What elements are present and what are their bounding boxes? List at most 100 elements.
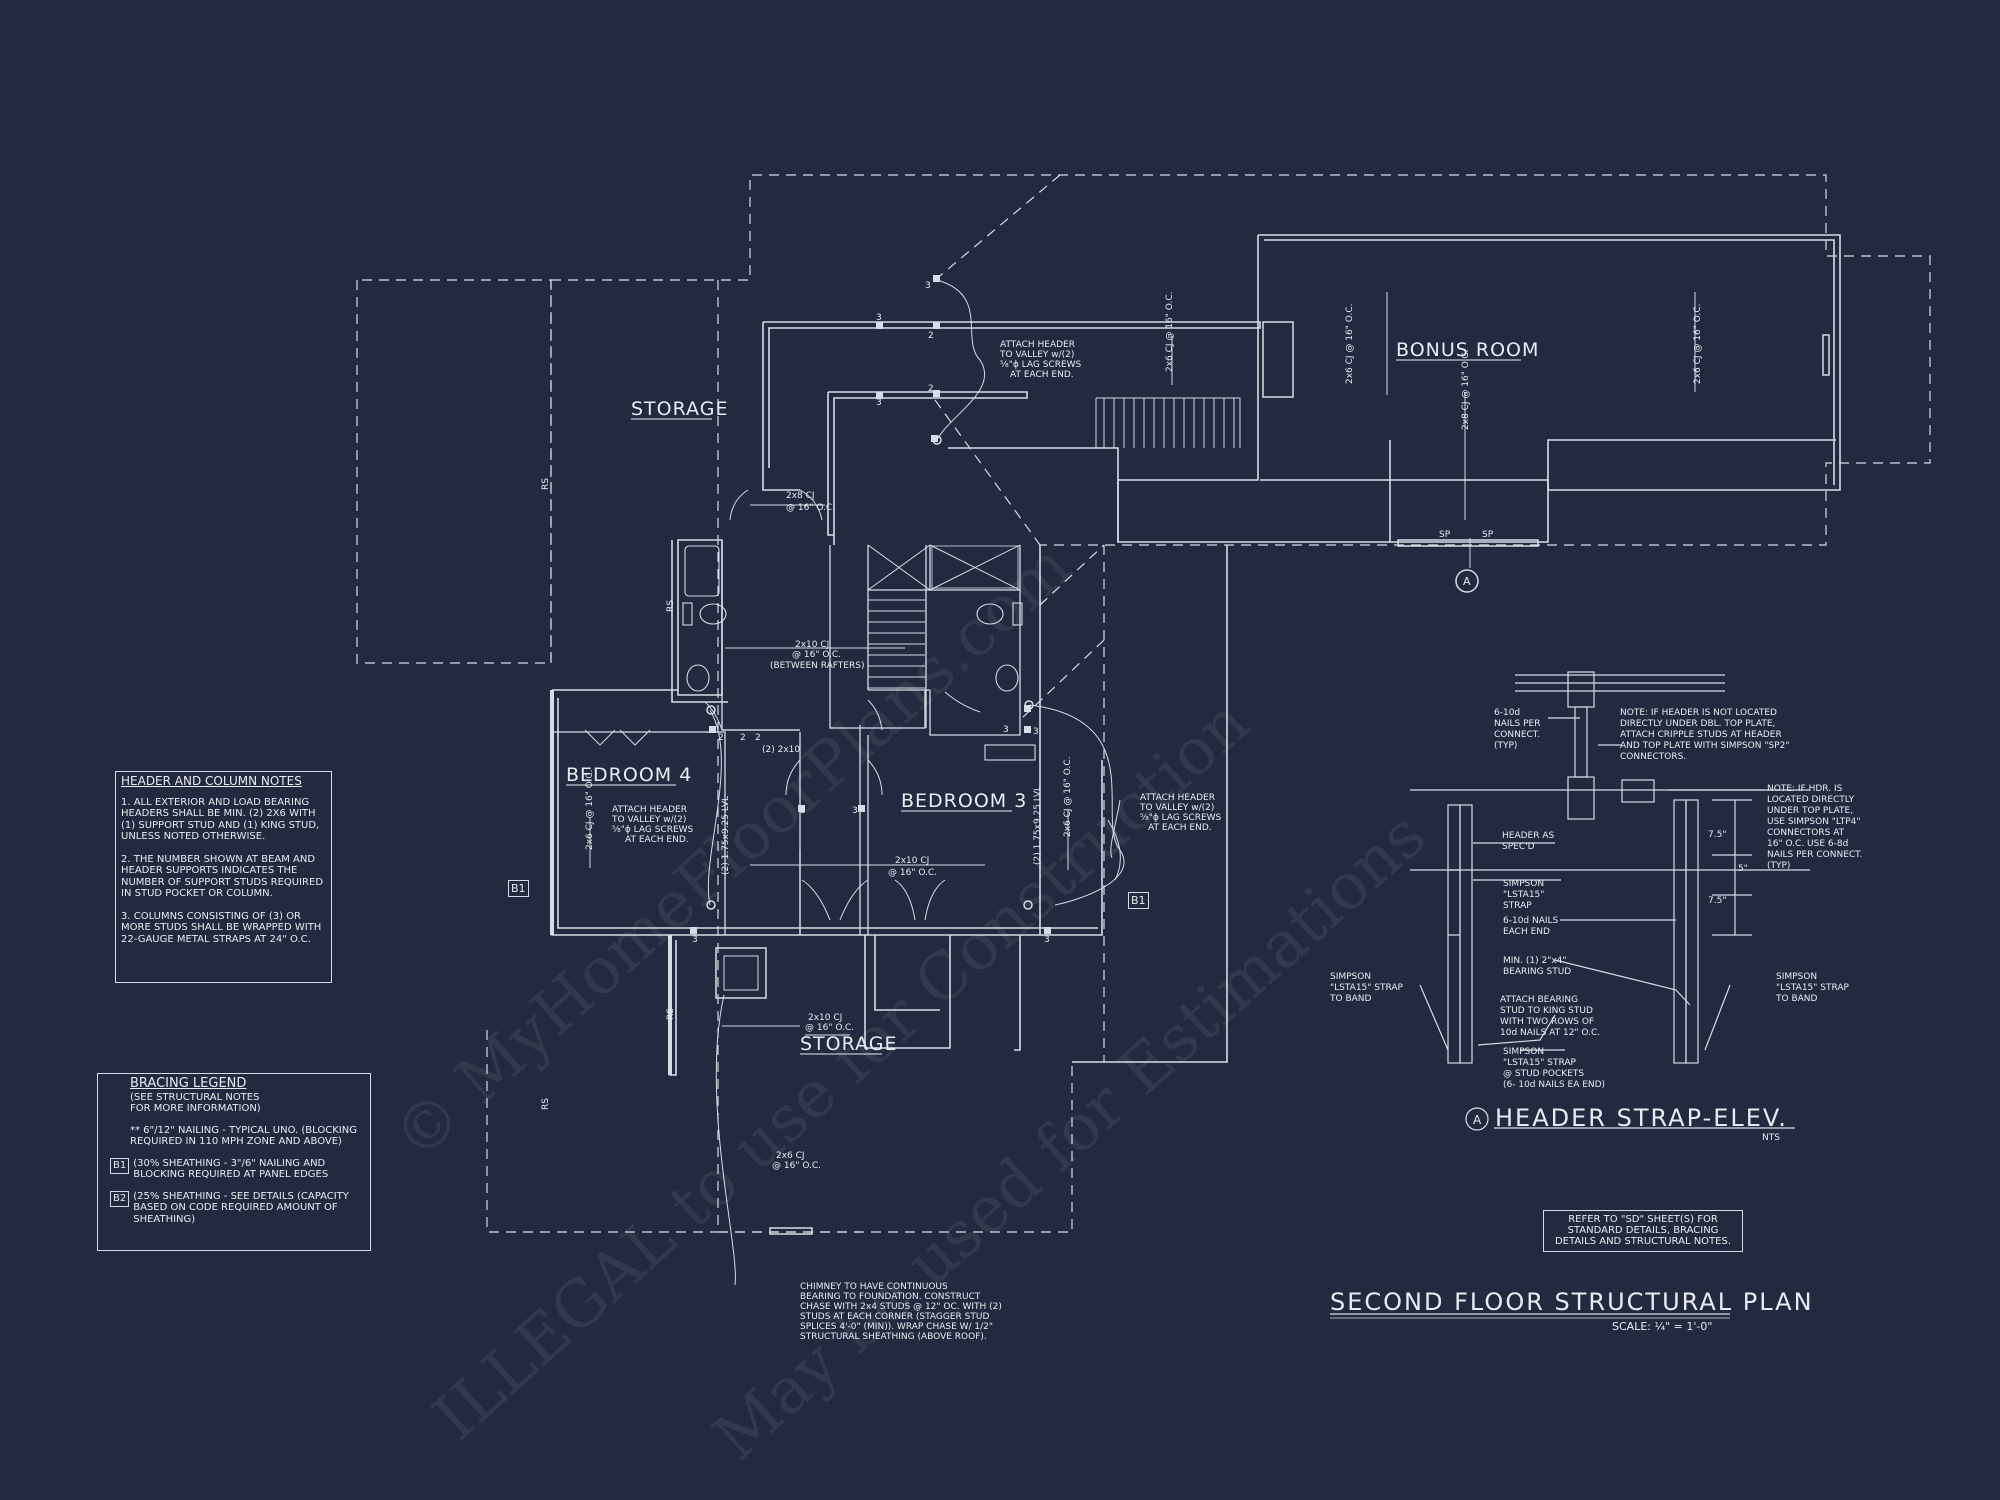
svg-text:CONNECTORS AT: CONNECTORS AT bbox=[1767, 828, 1845, 838]
rs-label-4: RS bbox=[541, 1098, 551, 1110]
svg-text:3: 3 bbox=[876, 313, 882, 323]
sheet-title: SECOND FLOOR STRUCTURAL PLAN bbox=[1330, 1288, 1814, 1316]
refer-note-box: REFER TO "SD" SHEET(S) FOR STANDARD DETA… bbox=[1543, 1210, 1743, 1252]
svg-text:SIMPSON: SIMPSON bbox=[1330, 972, 1371, 982]
room-label-bonus-room: BONUS ROOM bbox=[1396, 339, 1539, 361]
svg-text:TO VALLEY w/(2): TO VALLEY w/(2) bbox=[999, 350, 1074, 360]
rs-label-2: RS bbox=[666, 600, 676, 612]
svg-text:STRUCTURAL SHEATHING (ABOVE RO: STRUCTURAL SHEATHING (ABOVE ROOF). bbox=[800, 1332, 987, 1342]
svg-text:2: 2 bbox=[755, 733, 761, 743]
svg-text:7.5": 7.5" bbox=[1708, 830, 1726, 840]
lvl-label-right: (2) 1.75x9.25 LVL bbox=[1033, 786, 1043, 865]
sp-label-2: SP bbox=[1482, 530, 1494, 540]
svg-text:SPEC'D: SPEC'D bbox=[1502, 842, 1535, 852]
svg-text:3: 3 bbox=[1033, 727, 1039, 737]
svg-text:NOTE: IF HEADER IS NOT LOCATED: NOTE: IF HEADER IS NOT LOCATED bbox=[1620, 708, 1777, 718]
bracing-legend-b2-row: B2 (25% SHEATHING - SEE DETAILS (CAPACIT… bbox=[110, 1190, 360, 1226]
note-attach-header-top: ATTACH HEADER TO VALLEY w/(2) ⅝"ϕ LAG SC… bbox=[999, 340, 1082, 380]
svg-text:@ 16" O.C.: @ 16" O.C. bbox=[772, 1161, 821, 1171]
cj-label-2x10-between: 2x10 CJ bbox=[795, 640, 829, 650]
bracing-legend-title: BRACING LEGEND bbox=[130, 1076, 247, 1091]
svg-text:⅝"ϕ LAG SCREWS: ⅝"ϕ LAG SCREWS bbox=[612, 825, 694, 835]
leader-lines bbox=[707, 279, 1471, 1286]
svg-text:EACH END: EACH END bbox=[1503, 927, 1550, 937]
bracing-tag-b1-right: B1 bbox=[1128, 892, 1149, 909]
svg-text:3: 3 bbox=[876, 398, 882, 408]
bracing-legend-default: ** 6"/12" NAILING - TYPICAL UNO. (BLOCKI… bbox=[130, 1124, 357, 1148]
room-label-storage-bottom: STORAGE bbox=[800, 1033, 897, 1055]
header-2x10-label: (2) 2x10 bbox=[762, 745, 800, 755]
svg-text:@ STUD POCKETS: @ STUD POCKETS bbox=[1503, 1069, 1584, 1079]
svg-text:3: 3 bbox=[1044, 935, 1050, 945]
room-label-bedroom-4: BEDROOM 4 bbox=[566, 764, 692, 786]
svg-text:AT EACH END.: AT EACH END. bbox=[1010, 370, 1074, 380]
svg-text:TO BAND: TO BAND bbox=[1775, 994, 1818, 1004]
svg-text:TO BAND: TO BAND bbox=[1329, 994, 1372, 1004]
svg-text:UNDER TOP PLATE,: UNDER TOP PLATE, bbox=[1767, 806, 1853, 816]
svg-text:SIMPSON: SIMPSON bbox=[1503, 879, 1544, 889]
room-label-bedroom-3: BEDROOM 3 bbox=[901, 790, 1027, 812]
svg-text:10d NAILS AT 12" O.C.: 10d NAILS AT 12" O.C. bbox=[1500, 1028, 1600, 1038]
bracing-legend-b2-text: (25% SHEATHING - SEE DETAILS (CAPACITY B… bbox=[133, 1190, 349, 1225]
bracing-legend-subtitle: (SEE STRUCTURAL NOTES FOR MORE INFORMATI… bbox=[130, 1091, 261, 1115]
svg-text:ATTACH HEADER: ATTACH HEADER bbox=[1000, 340, 1075, 350]
note-attach-header-bed4: ATTACH HEADER TO VALLEY w/(2) ⅝"ϕ LAG SC… bbox=[611, 805, 694, 845]
svg-text:(TYP): (TYP) bbox=[1494, 741, 1517, 751]
cj-span-arrows bbox=[589, 292, 1696, 1036]
stud-count-labels: 3 2 2 3 3 2 2 2 3 3 3 3 3 3 bbox=[692, 281, 1050, 945]
cj-label-bonus-left: 2x6 CJ @ 16" O.C. bbox=[1345, 304, 1355, 384]
room-label-storage-top: STORAGE bbox=[631, 398, 728, 420]
svg-text:6-10d: 6-10d bbox=[1494, 708, 1520, 718]
detail-annotations: 6-10d NAILS PER CONNECT. (TYP) NOTE: IF … bbox=[1329, 708, 1862, 1143]
svg-text:ATTACH BEARING: ATTACH BEARING bbox=[1500, 995, 1578, 1005]
svg-text:STRAP: STRAP bbox=[1503, 901, 1532, 911]
svg-text:"LSTA15" STRAP: "LSTA15" STRAP bbox=[1776, 983, 1850, 993]
svg-text:5": 5" bbox=[1738, 864, 1748, 874]
svg-text:STUD TO KING STUD: STUD TO KING STUD bbox=[1500, 1006, 1593, 1016]
header-column-notes: HEADER AND COLUMN NOTES 1. ALL EXTERIOR … bbox=[115, 771, 332, 983]
header-note-3: 3. COLUMNS CONSISTING OF (3) OR MORE STU… bbox=[121, 910, 322, 945]
svg-text:2: 2 bbox=[928, 384, 934, 394]
exterior-walls bbox=[551, 234, 1841, 1076]
svg-text:2: 2 bbox=[740, 733, 746, 743]
cj-label-2x10-storage: 2x10 CJ bbox=[808, 1013, 842, 1023]
svg-text:3: 3 bbox=[800, 806, 806, 816]
svg-text:NAILS PER: NAILS PER bbox=[1494, 719, 1541, 729]
cj-label-upper: 2x6 CJ @ 16" O.C. bbox=[1165, 292, 1175, 372]
svg-text:TO VALLEY w/(2): TO VALLEY w/(2) bbox=[611, 815, 686, 825]
header-note-1: 1. ALL EXTERIOR AND LOAD BEARING HEADERS… bbox=[121, 796, 320, 843]
rs-label-3: RS bbox=[666, 1008, 676, 1020]
svg-text:ATTACH CRIPPLE STUDS AT HEADER: ATTACH CRIPPLE STUDS AT HEADER bbox=[1620, 730, 1782, 740]
svg-text:3: 3 bbox=[852, 806, 858, 816]
svg-text:6-10d NAILS: 6-10d NAILS bbox=[1503, 916, 1559, 926]
header-note-2: 2. THE NUMBER SHOWN AT BEAM AND HEADER S… bbox=[121, 853, 324, 900]
cj-label-bed3: 2x6 CJ @ 16" O.C. bbox=[1063, 757, 1073, 837]
note-attach-header-bed3: ATTACH HEADER TO VALLEY w/(2) ⅝"ϕ LAG SC… bbox=[1139, 793, 1222, 833]
chimney-box bbox=[1262, 321, 1294, 398]
sp-label-1: SP bbox=[1439, 530, 1451, 540]
svg-text:HEADER AS: HEADER AS bbox=[1502, 831, 1554, 841]
svg-text:NTS: NTS bbox=[1762, 1133, 1780, 1143]
svg-text:CHIMNEY TO HAVE CONTINUOUS: CHIMNEY TO HAVE CONTINUOUS bbox=[800, 1282, 948, 1292]
svg-text:3: 3 bbox=[1003, 725, 1009, 735]
svg-text:@ 16" O.C.: @ 16" O.C. bbox=[786, 503, 835, 513]
svg-text:(TYP): (TYP) bbox=[1767, 861, 1790, 871]
svg-text:MIN. (1) 2"x4": MIN. (1) 2"x4" bbox=[1503, 956, 1567, 966]
svg-text:CONNECTORS.: CONNECTORS. bbox=[1620, 752, 1686, 762]
svg-text:TO VALLEY w/(2): TO VALLEY w/(2) bbox=[1139, 803, 1214, 813]
svg-text:AT EACH END.: AT EACH END. bbox=[1148, 823, 1212, 833]
cj-label-2x6-storage: 2x6 CJ bbox=[776, 1151, 805, 1161]
bath-fixtures bbox=[682, 545, 1036, 761]
svg-text:CHASE WITH 2x4 STUDS @ 12" OC.: CHASE WITH 2x4 STUDS @ 12" OC. WITH (2) bbox=[800, 1302, 1002, 1312]
cj-label-2x10-bed3: 2x10 CJ bbox=[895, 856, 929, 866]
chimney-chase bbox=[715, 947, 767, 999]
svg-text:2: 2 bbox=[718, 733, 724, 743]
cj-label-bonus-mid: 2x8 CJ @ 16" O.C. bbox=[1461, 350, 1471, 430]
svg-text:⅝"ϕ LAG SCREWS: ⅝"ϕ LAG SCREWS bbox=[1000, 360, 1082, 370]
roof-outline-dashed bbox=[356, 174, 1931, 1233]
svg-text:SIMPSON: SIMPSON bbox=[1776, 972, 1817, 982]
cj-label-bed4: 2x6 CJ @ 16" O.C. bbox=[585, 770, 595, 850]
svg-text:3: 3 bbox=[925, 281, 931, 291]
cj-label-2x8: 2x8 CJ bbox=[786, 491, 815, 501]
